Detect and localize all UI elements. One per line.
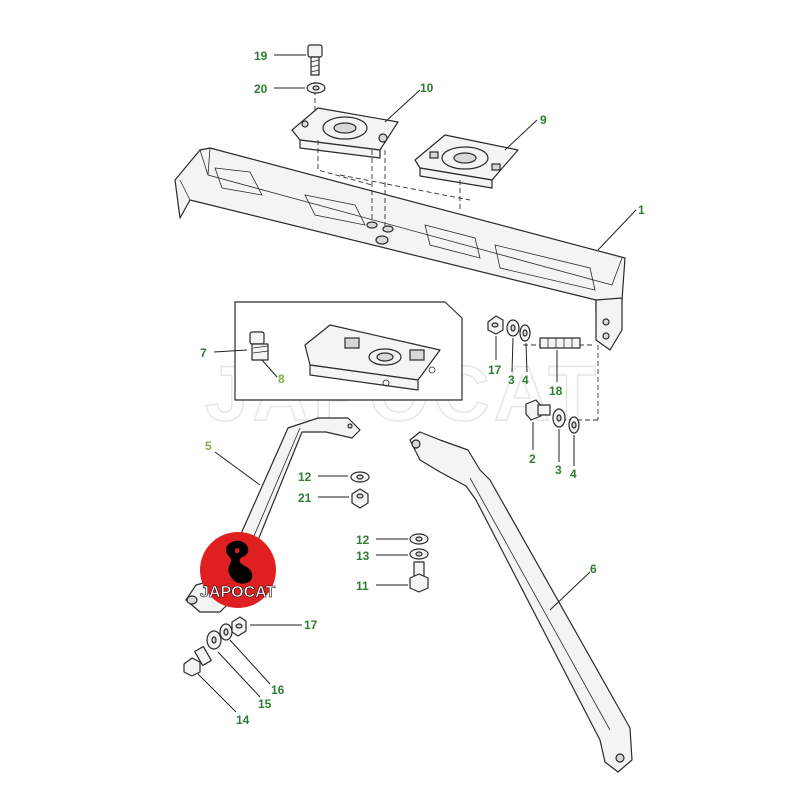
mount-part-9: [414, 134, 519, 189]
washer-part-15: [206, 630, 222, 650]
washer-part-12-lower: [409, 533, 429, 545]
callout-13: 13: [356, 549, 370, 563]
washer-part-4-lower: [568, 416, 580, 434]
callout-17-upper: 17: [488, 363, 502, 377]
leader-lines: [197, 54, 637, 713]
callout-12-upper: 12: [298, 470, 312, 484]
callout-1: 1: [638, 203, 645, 217]
callout-17-lower: 17: [304, 618, 318, 632]
washer-part-13: [409, 548, 429, 560]
callout-20: 20: [254, 82, 268, 96]
logo-text: JAPOCAT: [200, 584, 275, 601]
washer-part-16: [219, 623, 233, 641]
washer-part-12-upper: [350, 471, 370, 483]
stud-part-18: [539, 337, 581, 349]
callout-4-lower: 4: [570, 467, 577, 481]
callout-10: 10: [420, 81, 434, 95]
washer-part-3-lower: [552, 408, 566, 428]
nut-part-17-upper: [487, 315, 504, 335]
pin-part-8: [249, 331, 269, 361]
washer-part-3-upper: [506, 319, 520, 337]
bolt-part-2: [525, 399, 551, 421]
callout-11: 11: [356, 579, 369, 593]
bolt-part-11: [409, 561, 429, 593]
bolt-part-19: [307, 44, 323, 76]
callout-3-lower: 3: [555, 463, 562, 477]
callout-8: 8: [278, 372, 285, 386]
callout-labels: 19 20 10 9 1 7 8 5 6 17 3 4 18 2 3 4 12 …: [200, 49, 645, 727]
callout-4-upper: 4: [522, 373, 529, 387]
callout-2: 2: [529, 452, 536, 466]
washer-part-4-upper: [519, 324, 531, 342]
callout-18: 18: [549, 384, 563, 398]
washer-part-20: [306, 82, 326, 94]
callout-12-lower: 12: [356, 533, 370, 547]
callout-7: 7: [200, 346, 207, 360]
callout-6: 6: [590, 562, 597, 576]
callout-19: 19: [254, 49, 268, 63]
callout-21: 21: [298, 491, 312, 505]
callout-3-upper: 3: [508, 373, 515, 387]
callout-14: 14: [236, 713, 250, 727]
callout-5: 5: [205, 439, 212, 453]
bolt-part-14: [183, 645, 212, 677]
crossmember-part-1: [174, 147, 626, 351]
callout-16: 16: [271, 683, 285, 697]
logo-figure-icon: [226, 540, 253, 584]
inset-box-part-7: [234, 301, 463, 401]
mount-part-10: [291, 107, 399, 159]
callout-9: 9: [540, 113, 547, 127]
nut-part-17-lower: [231, 616, 247, 637]
callout-15: 15: [258, 697, 272, 711]
japocat-logo: JAPOCAT: [200, 532, 276, 608]
stay-rod-part-6: [409, 431, 633, 773]
nut-part-21: [351, 488, 369, 509]
